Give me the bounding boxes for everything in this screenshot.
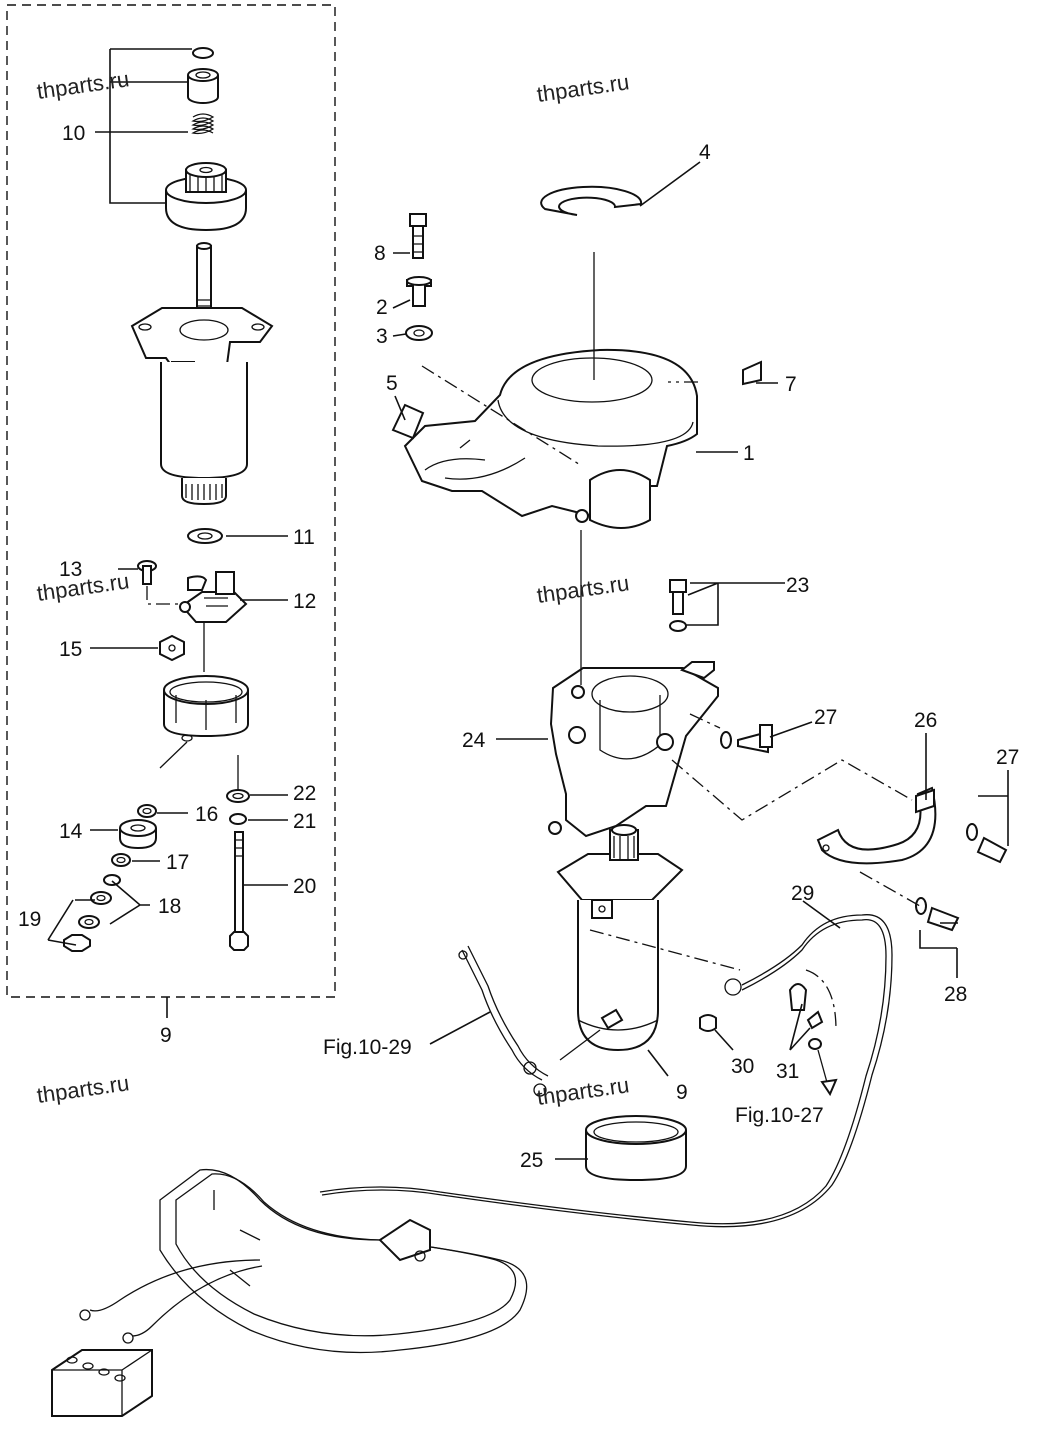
callout-21: 21 xyxy=(293,810,316,833)
callout-9-box: 9 xyxy=(160,1024,172,1047)
callout-15: 15 xyxy=(59,638,82,661)
watermark: thparts.ru xyxy=(35,1070,131,1108)
callout-2: 2 xyxy=(376,296,388,319)
callout-19: 19 xyxy=(18,908,41,931)
callout-8: 8 xyxy=(374,242,386,265)
ring-gear xyxy=(585,1115,687,1182)
callout-26: 26 xyxy=(914,709,937,732)
callout-22: 22 xyxy=(293,782,316,805)
callout-13: 13 xyxy=(59,558,82,581)
callout-3: 3 xyxy=(376,325,388,348)
callout-11: 11 xyxy=(293,526,315,549)
callout-24: 24 xyxy=(462,729,486,752)
fig-10-27-reference: Fig.10-27 xyxy=(735,1104,824,1127)
callout-20: 20 xyxy=(293,875,316,898)
callout-9: 9 xyxy=(676,1081,688,1104)
watermarks: thparts.ru thparts.ru thparts.ru thparts… xyxy=(35,66,631,1110)
callout-18: 18 xyxy=(158,895,181,918)
starter-motor-exploded xyxy=(63,47,274,952)
callout-30: 30 xyxy=(731,1055,754,1078)
right-leaders xyxy=(392,161,1009,1160)
callout-28: 28 xyxy=(944,983,967,1006)
watermark: thparts.ru xyxy=(35,568,131,606)
watermark: thparts.ru xyxy=(535,1072,631,1110)
starter-band xyxy=(816,786,1008,932)
callout-labels: 1 2 3 4 5 7 8 9 9 10 11 12 13 14 15 16 1… xyxy=(18,122,1019,1172)
callout-29: 29 xyxy=(791,882,814,905)
callout-4: 4 xyxy=(699,141,711,164)
callout-17: 17 xyxy=(166,851,189,874)
watermark: thparts.ru xyxy=(535,69,631,107)
starter-motor xyxy=(556,824,741,1061)
bracket-side-bolt xyxy=(720,724,773,754)
watermark: thparts.ru xyxy=(35,66,131,104)
callout-1: 1 xyxy=(743,442,755,465)
bracket-bolt xyxy=(669,579,687,632)
callout-23: 23 xyxy=(786,574,809,597)
starter-bracket xyxy=(548,530,913,838)
callout-27a: 27 xyxy=(814,706,837,729)
callout-5: 5 xyxy=(386,372,398,395)
starter-assembly-box xyxy=(6,4,336,998)
callout-25: 25 xyxy=(520,1149,543,1172)
callout-31: 31 xyxy=(776,1060,799,1083)
lead-wire xyxy=(458,945,549,1097)
flywheel-cover xyxy=(391,185,762,529)
callout-27b: 27 xyxy=(996,746,1019,769)
callout-12: 12 xyxy=(293,590,316,613)
left-leaders xyxy=(47,48,288,946)
watermark: thparts.ru xyxy=(535,570,631,608)
bottom-cowling xyxy=(51,1168,528,1417)
fig-10-29-reference: Fig.10-29 xyxy=(323,1036,412,1059)
callout-7: 7 xyxy=(785,373,797,396)
callout-14: 14 xyxy=(59,820,83,843)
callout-10: 10 xyxy=(62,122,85,145)
cover-fasteners xyxy=(405,213,433,341)
callout-16: 16 xyxy=(195,803,218,826)
